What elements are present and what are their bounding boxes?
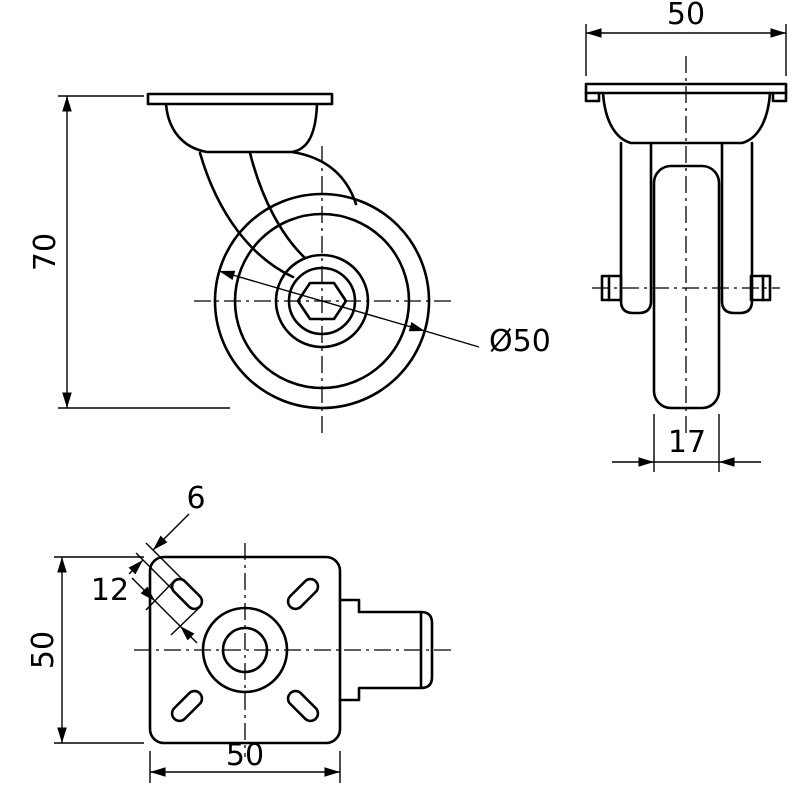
- mounting-slot-top-right: [286, 577, 320, 611]
- extension-line-b: [170, 606, 201, 636]
- arrow-lower: [179, 625, 198, 644]
- wheel-outer-circle: [213, 192, 431, 410]
- mounting-plate-side: [146, 92, 334, 106]
- side-view: 70 Ø50: [28, 92, 551, 438]
- mounting-slot-bottom-right: [286, 689, 320, 723]
- front-view: 50 17: [584, 0, 788, 472]
- arrow-upper: [152, 513, 190, 551]
- mounting-plate-top: [148, 555, 342, 745]
- fork-front-edge: [198, 151, 295, 279]
- wheel-front: [652, 164, 721, 410]
- dim-label-plate-width: 50: [667, 0, 705, 32]
- dimension-slot-width: 6: [128, 481, 206, 600]
- diameter-leader-line: [424, 330, 480, 348]
- diameter-arrow-line: [218, 270, 426, 332]
- dimension-wheel-width: 17: [612, 414, 761, 472]
- fork-arm-right: [720, 141, 754, 315]
- top-view: 6 12 50 50: [26, 481, 452, 783]
- dim-label-wheel-width: 17: [668, 425, 706, 460]
- kingpin-hole-circle: [221, 626, 269, 674]
- dimension-line-slot-length: [154, 600, 181, 627]
- extension-line-a: [145, 542, 193, 590]
- fork-arm-left: [619, 141, 653, 315]
- fork-inner-edge: [248, 151, 307, 260]
- plate-lip-left: [584, 91, 601, 103]
- dim-label-wheel-diameter: Ø50: [489, 324, 551, 359]
- dimension-overall-height: 70: [28, 95, 230, 409]
- dim-label-slot-width: 6: [186, 481, 205, 516]
- dim-label-plate-width: 50: [226, 738, 264, 773]
- fork-rear-edge: [290, 150, 358, 206]
- dimension-plate-width-bottom: 50: [149, 738, 341, 783]
- wheel-body-top-profile: [338, 598, 434, 702]
- swivel-dome-front: [601, 91, 772, 145]
- dimension-slot-length: 12: [91, 573, 201, 644]
- extension-line-a: [145, 580, 175, 611]
- plate-lip-right: [771, 91, 788, 103]
- mounting-slot-bottom-left: [170, 689, 204, 723]
- dim-label-slot-length: 12: [91, 573, 129, 608]
- dim-label-plate-depth: 50: [26, 631, 61, 669]
- arrow-upper: [131, 577, 156, 602]
- kingpin-boss-circle: [201, 606, 289, 694]
- axle-bolt-left: [600, 274, 623, 302]
- dim-label-overall-height: 70: [28, 233, 63, 271]
- dimension-plate-width: 50: [585, 0, 787, 76]
- extension-line-b: [135, 552, 183, 600]
- swivel-dome-side: [164, 102, 319, 154]
- arrow-lower: [128, 559, 144, 575]
- axle-bolt-right: [749, 274, 772, 302]
- dimension-wheel-diameter: Ø50: [218, 270, 551, 359]
- mounting-plate-front: [584, 82, 788, 95]
- dimension-plate-depth: 50: [26, 556, 144, 744]
